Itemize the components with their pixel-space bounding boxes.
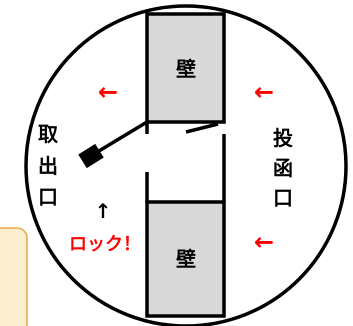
lock-label: ロック！	[69, 234, 141, 255]
note-box	[0, 227, 28, 326]
outlet-label-char-3: 口	[38, 185, 58, 209]
slot-label-char-1: 投	[273, 126, 293, 150]
outlet-label-char-2: 出	[38, 154, 58, 178]
door-handle	[78, 143, 104, 169]
flow-arrow-right-top: ←	[254, 78, 274, 106]
lock-arrow: ↑	[95, 199, 112, 223]
outlet-label-char-1: 取	[38, 122, 58, 146]
flow-arrow-right-bottom: ←	[254, 228, 274, 256]
slot-label-char-3: 口	[273, 186, 293, 210]
wall-bottom	[145, 200, 226, 318]
wall-top	[145, 12, 226, 124]
outlet-door	[93, 120, 148, 156]
wall-bottom-label: 壁	[176, 247, 196, 271]
zoom-circle	[24, 4, 348, 326]
wall-top-label: 壁	[176, 57, 196, 81]
slot-flap	[185, 122, 219, 134]
slot-label-char-2: 函	[273, 156, 293, 180]
flow-arrow-left: ←	[98, 78, 118, 106]
